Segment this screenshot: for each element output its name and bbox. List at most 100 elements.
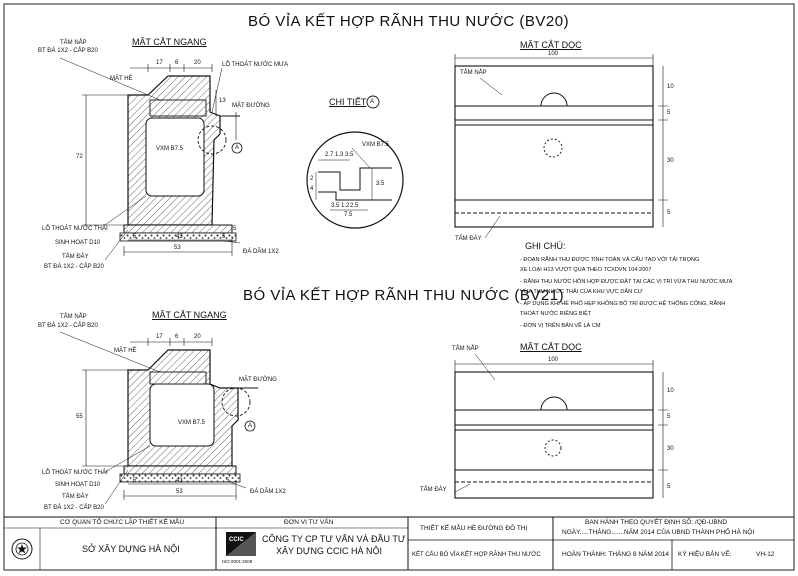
bv20-dim-bottom-1: 5 [133,234,137,240]
ccic-logo [226,532,256,556]
bv21-long-length: 100 [548,357,559,363]
sheet-number: VH-12 [756,551,775,558]
bv21-long-outline [454,371,654,499]
bv21-tam-nap-label: TẤM NẮP [60,314,87,320]
detail-a-dim-top-2: 1.3 [335,152,344,158]
bv20-tam-nap-label: TẤM NẮP [60,40,87,46]
bv21-callout-tag-label: A [248,423,253,429]
title-block-grid [4,516,794,570]
bv21-long-tam-day: TẤM ĐÁY [420,487,447,493]
bv21-channel [149,383,215,447]
iso-text: ISO 9001:2008 [222,559,253,564]
bv21-detail-callout [221,387,251,417]
note-line-4: VỪA THU NƯỚC THẢI CỦA KHU VỰC DÂN CƯ [520,289,643,295]
note-line-2: XE LOẠI H13 VƯỢT QUA THEO TCXDVN 104:200… [520,267,652,273]
bv20-lo-thoat-thai-label: LỖ THOÁT NƯỚC THẢI [42,226,108,232]
bv20-cross-section-title: MẶT CẮT NGANG [132,37,207,47]
consult-name-line-2: XÂY DỰNG CCIC HÀ NỘI [276,546,383,556]
bv20-detail-callout [197,125,227,155]
sheet-border [3,3,795,571]
note-line-5: - ÁP DỤNG KHI HÈ PHỐ HẸP KHÔNG BỐ TRÍ ĐƯ… [520,301,726,307]
detail-a-dim-total: 7.5 [344,212,353,218]
bv20-long-tam-nap: TẤM NẮP [460,70,487,76]
bv21-da-dam-label: ĐÁ DĂM 1X2 [250,489,286,495]
detail-a-dim-bottom-1: 3.5 [331,203,340,209]
bv21-long-dim-4: 5 [667,484,671,490]
bv21-dim-bottom-2: 43 [176,478,183,484]
bv20-cross-section [59,57,243,261]
bv21-top-slab [149,371,207,385]
bv20-dim-base-right: 5 [233,226,237,232]
bv21-dim-top-3: 20 [194,334,201,340]
bv20-long-dim-4: 5 [667,210,671,216]
agency-name: SỞ XÂY DỰNG HÀ NỘI [82,544,180,554]
bv20-dim-left: 72 [76,154,83,160]
detail-a-circle [306,131,404,229]
bv20-base-slab [123,224,233,234]
bv20-da-dam-label: ĐÁ DĂM 1X2 [243,249,279,255]
agency-heading: CƠ QUAN TỔ CHỨC LẬP THIẾT KẾ MẪU [60,519,185,526]
detail-a-tag [366,95,380,109]
bv21-tam-day-label: TẤM ĐÁY [62,494,89,500]
bv20-long-tam-day: TẤM ĐÁY [455,236,482,242]
bv21-lo-thoat-thai-label: LỖ THOÁT NƯỚC THẢI [42,470,108,476]
bv21-sinh-hoat-label: SINH HOẠT D10 [55,482,101,488]
bv21-long-dim-1: 10 [667,388,674,394]
bv20-long-dim-2: 5 [667,110,671,116]
bv20-title: BÓ VỈA KẾT HỢP RÃNH THU NƯỚC (BV20) [248,13,570,30]
bv21-dim-total: 53 [176,489,183,495]
bv20-vxm-label: VXM B7.5 [156,146,184,152]
detail-a-vxm-label: VXM B7.5 [362,142,390,148]
bv20-mat-he-label: MẶT HÈ [110,76,133,82]
bv20-dim-top-2: 6 [175,60,179,66]
bv20-sinh-hoat-label: SINH HOẠT D10 [55,240,101,246]
bv20-callout-tag-label: A [235,145,240,151]
note-line-7: - ĐƠN VỊ TRÊN BẢN VẼ LÀ CM [520,323,601,329]
detail-a-dim-right: 3.5 [376,181,385,187]
bv20-lo-thoat-mua-label: LỖ THOÁT NƯỚC MƯA [222,62,289,68]
bv21-vxm-label: VXM B7.5 [178,420,206,426]
bv20-dim-right: 13 [219,98,226,104]
notes-heading: GHI CHÚ: [525,241,566,251]
bv21-callout-tag [244,420,256,432]
bv21-base-slab [123,465,237,475]
detail-a-dim-top-1: 2.7 [325,152,334,158]
bv21-mat-duong-label: MẶT ĐƯỜNG [239,377,277,383]
drawing-name: KẾT CẤU BÓ VỈA KẾT HỢP RÃNH THU NƯỚC [412,552,541,558]
bv20-dim-bottom-3: 5 [222,234,226,240]
bv21-tam-day-material: BT ĐÁ 1X2 - CẤP B20 [44,505,104,511]
bv20-long-outline [454,65,654,228]
completed-date: HOÀN THÀNH: THÁNG 8 NĂM 2014 [562,551,670,558]
note-line-6: THOÁT NƯỚC RIÊNG BIỆT [520,311,592,317]
bv21-cross-section [59,331,258,505]
bv20-long-dim-1: 10 [667,84,674,90]
note-line-3: - RÃNH THU NƯỚC HỖN HỢP ĐƯỢC ĐẶT TẠI CÁC… [520,279,733,285]
bv21-dim-left: 55 [76,414,83,420]
bv21-dim-bottom-3: 5 [226,478,230,484]
bv21-dim-top-1: 17 [156,334,163,340]
bv21-long-tam-nap: TẤM NẮP [452,346,479,352]
detail-a [306,95,404,229]
bv20-long-section-title: MẶT CẮT DỌC [520,40,582,50]
project-name: THIẾT KẾ MẪU HÈ ĐƯỜNG ĐÔ THỊ [420,525,528,532]
bv21-long-section-title: MẶT CẮT DỌC [520,342,582,352]
detail-a-tag-label: A [370,99,375,105]
bv20-long-section [454,54,668,239]
emblem-icon [11,538,33,560]
bv20-gravel-layer [119,232,237,242]
bv20-tam-nap-material: BT ĐÁ 1X2 - CẤP B20 [38,48,98,54]
bv20-callout-tag [231,142,243,154]
bv20-dim-top-1: 17 [156,60,163,66]
bv21-long-dim-3: 30 [667,446,674,452]
detail-a-title: CHI TIẾT [329,97,367,107]
bv21-dim-top-2: 6 [175,334,179,340]
detail-a-dim-bottom-2: 1.2 [341,203,350,209]
bv20-tam-day-label: TẤM ĐÁY [62,254,89,260]
sheet-label: KÝ HIỆU BẢN VẼ: [678,551,732,558]
bv21-title: BÓ VỈA KẾT HỢP RÃNH THU NƯỚC (BV21) [243,287,565,304]
bv21-tam-nap-material: BT ĐÁ 1X2 - CẤP B20 [38,323,98,329]
bv20-dim-top-3: 20 [194,60,201,66]
bv21-long-section [454,353,668,499]
